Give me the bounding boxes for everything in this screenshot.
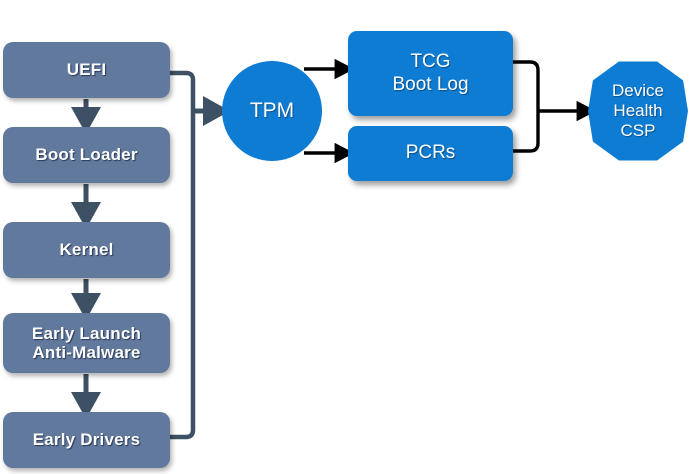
node-boot-loader[interactable]: Boot Loader	[3, 127, 170, 183]
connector-artifacts-to-csp	[511, 60, 597, 153]
node-uefi-label: UEFI	[66, 60, 107, 80]
node-tcg-boot-log[interactable]: TCG Boot Log	[348, 31, 513, 116]
node-boot-loader-label: Boot Loader	[35, 145, 138, 165]
node-early-launch-anti-malware-label: Early Launch Anti-Malware	[31, 323, 142, 362]
node-tpm-label: TPM	[249, 99, 295, 122]
node-tpm[interactable]: TPM	[222, 61, 322, 161]
node-device-health-csp[interactable]: Device Health CSP	[588, 61, 688, 161]
node-kernel[interactable]: Kernel	[3, 222, 170, 278]
node-uefi[interactable]: UEFI	[3, 42, 170, 98]
node-device-health-csp-label: Device Health CSP	[612, 81, 664, 140]
node-pcrs[interactable]: PCRs	[348, 126, 513, 181]
connector-boot-stages-to-tpm	[167, 70, 230, 440]
node-pcrs-label: PCRs	[405, 142, 456, 164]
node-early-launch-anti-malware[interactable]: Early Launch Anti-Malware	[3, 313, 170, 373]
node-early-drivers[interactable]: Early Drivers	[3, 412, 170, 468]
node-early-drivers-label: Early Drivers	[32, 430, 141, 450]
node-kernel-label: Kernel	[59, 240, 114, 260]
node-tcg-boot-log-label: TCG Boot Log	[392, 51, 469, 95]
